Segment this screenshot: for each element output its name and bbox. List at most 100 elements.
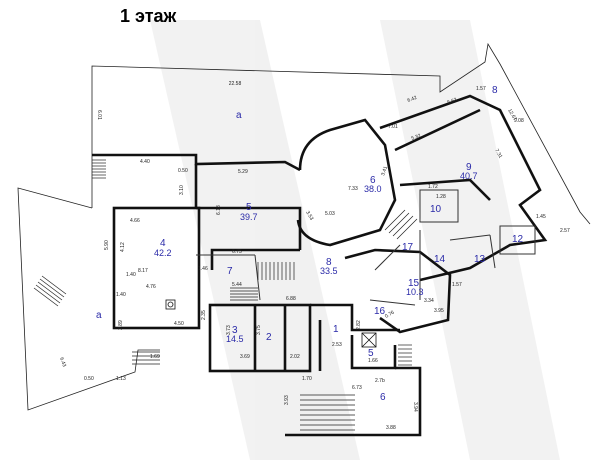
stairs-lower-left: [132, 351, 160, 365]
dim: 5.90: [104, 240, 110, 250]
room-number: a: [96, 310, 102, 321]
stairs-top-left: [92, 159, 106, 179]
dim: 3.94: [412, 402, 418, 412]
dim: 2.89: [118, 320, 124, 330]
dim: 1.66: [368, 358, 378, 364]
dim: 6.73: [352, 385, 362, 391]
room-number: 8: [492, 85, 498, 96]
room-number: 7: [227, 266, 233, 277]
stairs-center: [230, 287, 258, 301]
room-area: 40.7: [460, 171, 478, 181]
dim: 5.29: [238, 169, 248, 175]
room-number: 3: [232, 325, 238, 336]
dim: 1.69: [150, 354, 160, 360]
room-number: 4: [160, 238, 166, 249]
dim: 6.42: [407, 95, 418, 104]
dim: 1.70: [302, 376, 312, 382]
room-area: 39.7: [240, 212, 258, 222]
dim: 1.57: [476, 86, 486, 92]
dim: 3.10: [179, 185, 185, 195]
room-area: 14.5: [226, 334, 244, 344]
room-number: 12: [512, 234, 524, 245]
room-number: 1: [333, 324, 339, 335]
dim: 8.17: [138, 268, 148, 274]
dim: 2.53: [332, 342, 342, 348]
dim: 0.50: [178, 168, 188, 174]
room-number: a: [236, 110, 242, 121]
dim: 9.08: [514, 118, 524, 124]
dim: 1.72: [428, 184, 438, 190]
walls: [92, 94, 548, 437]
room-number: 13: [474, 254, 486, 265]
dim: 6.88: [286, 296, 296, 302]
terrace-outline: [17, 42, 591, 411]
dim: 4.50: [174, 321, 184, 327]
dim: 1.57: [452, 282, 462, 288]
room-number: 9: [466, 162, 472, 173]
stairs-lower-right: [398, 344, 412, 366]
floor-title: 1 этаж: [120, 6, 177, 26]
dim: 1.40: [116, 292, 126, 298]
dim: 3.73: [226, 325, 232, 335]
dim: 1.45: [536, 214, 546, 220]
dim: 7.01: [388, 124, 398, 130]
dim: 2.35: [201, 310, 207, 320]
room-number: 5: [246, 202, 252, 213]
dim: 1.13: [116, 376, 126, 382]
room-area: 38.0: [364, 184, 382, 194]
dim: 6.43: [58, 357, 67, 368]
dim: 1.28: [436, 194, 446, 200]
dim: 7.33: [348, 186, 358, 192]
room-number: 14: [434, 254, 446, 265]
dim: 0.76: [384, 310, 396, 320]
room-number: 16: [374, 306, 386, 317]
dim: 2.02: [290, 354, 300, 360]
partitions: [196, 189, 536, 306]
dim: 0.50: [84, 376, 94, 382]
room-labels: a a 1 2 3 14.5 4 42.2 5 39.7 5 6 38.0 6 …: [96, 85, 524, 403]
dim: 3.34: [424, 298, 434, 304]
dim: 4.12: [120, 242, 126, 252]
dim: 3.93: [284, 395, 290, 405]
dim: 3.69: [240, 354, 250, 360]
dim: 3.95: [434, 308, 444, 314]
dim: 4.76: [146, 284, 156, 290]
room-number: 2: [266, 332, 272, 343]
room-number: 6: [370, 175, 376, 186]
dim: 3.41: [380, 165, 389, 176]
dim: 6.75: [232, 249, 242, 255]
dim: 2.57: [560, 228, 570, 234]
stairs-left-terrace: [33, 275, 67, 307]
column-icon: [165, 299, 176, 310]
dim: 6.18: [216, 205, 222, 215]
dim: 3.88: [386, 425, 396, 431]
dim: 3.75: [256, 325, 262, 335]
stairs-room7: [257, 262, 295, 280]
stairs-bottom: [300, 394, 355, 431]
room-number: 10: [430, 204, 442, 215]
room-number: 8: [326, 257, 332, 268]
dim: 2.7b: [375, 378, 385, 384]
dim: 22.58: [229, 81, 242, 87]
dim: 12.67: [506, 108, 518, 122]
stairs-right: [384, 209, 418, 240]
dim: 6.01: [96, 110, 102, 120]
dim: 4.66: [130, 218, 140, 224]
room-area: 42.2: [154, 248, 172, 258]
dim: 5.03: [325, 211, 335, 217]
room-number: 17: [402, 242, 414, 253]
dim: 5.32: [411, 133, 422, 142]
dim: 1.46: [198, 266, 208, 272]
elevator-icon: [361, 332, 377, 348]
dim: 7.31: [493, 148, 503, 160]
room-number: 5: [368, 348, 374, 359]
room-number: 15: [408, 278, 420, 289]
dim: 5.63: [447, 97, 458, 106]
room-area: 33.5: [320, 266, 338, 276]
dim: 2.82: [356, 320, 362, 330]
dim: 4.40: [140, 159, 150, 165]
dim: 5.44: [232, 282, 242, 288]
dim: 3.53: [304, 210, 314, 222]
background-watermark: [150, 20, 560, 460]
